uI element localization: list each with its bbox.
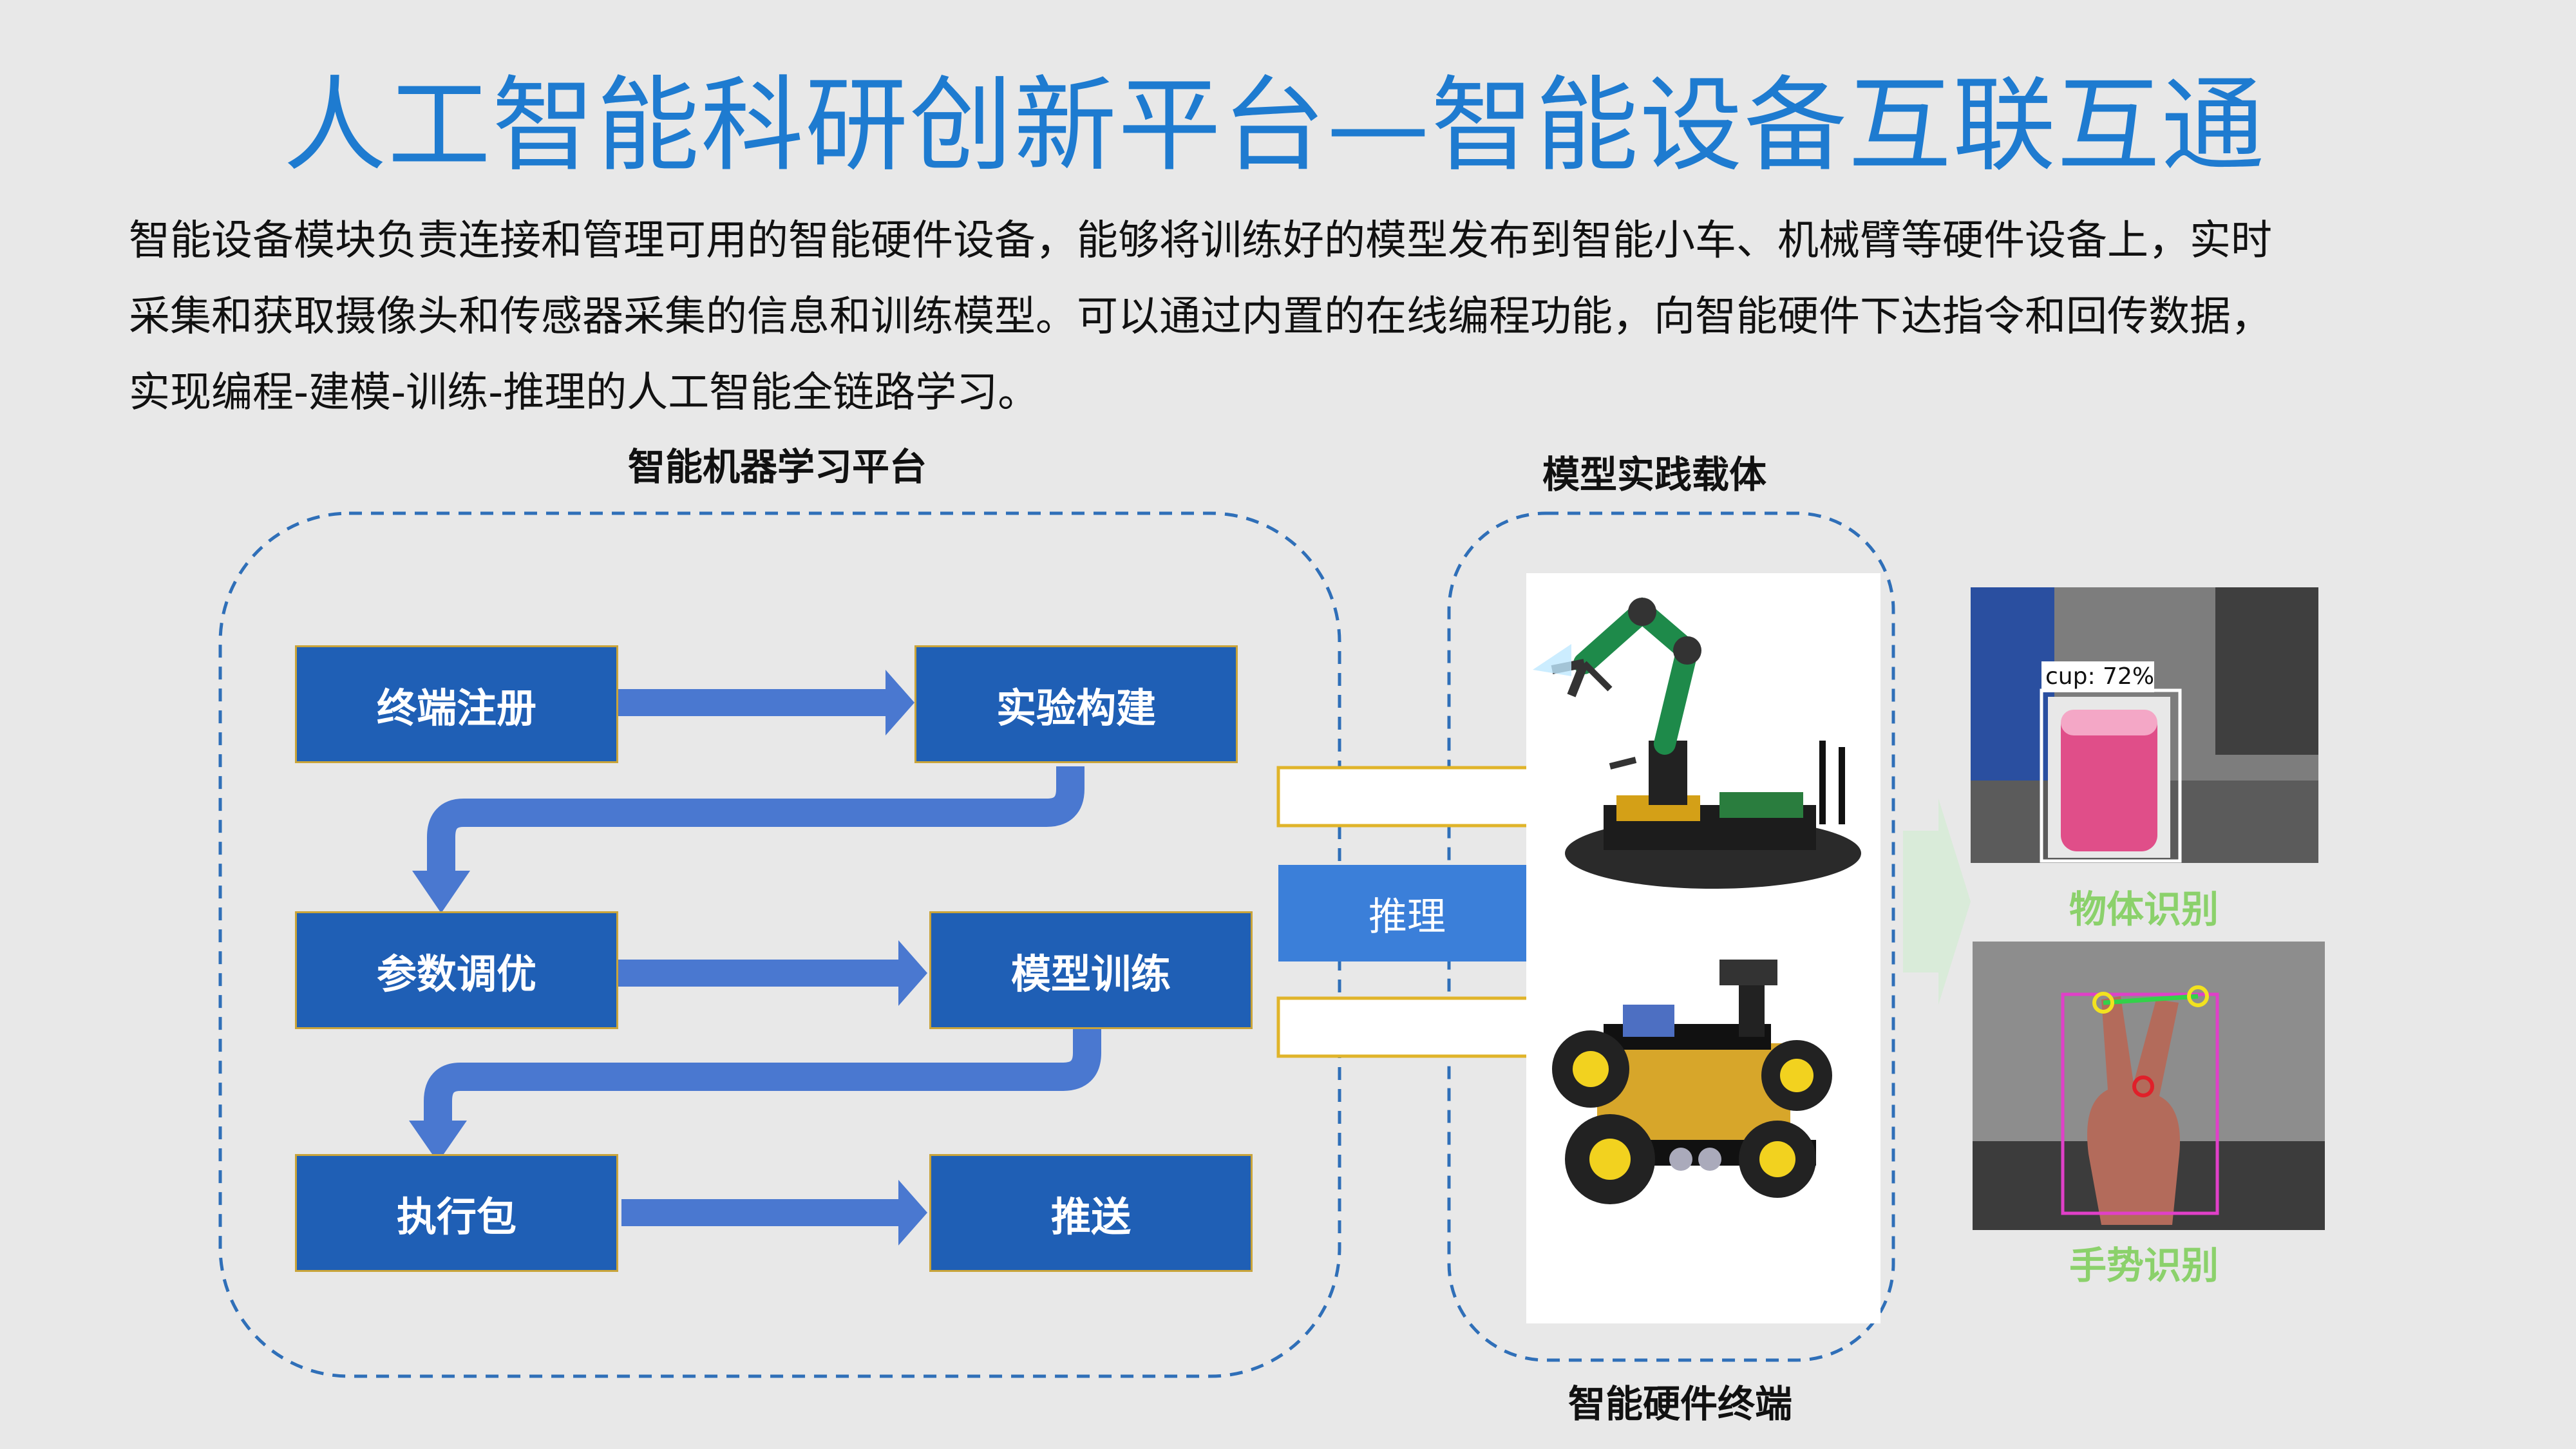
page-title: 人工智能科研创新平台—智能设备互联互通 [283,65,2266,185]
faint-result-arrow [1903,799,1971,1005]
arrow-train-to-package-head [409,1121,467,1162]
step-train-box: 模型训练 [929,911,1253,1029]
object-scene [1971,587,2318,863]
inference-box: 推理 [1278,865,1536,961]
step-register-box: 终端注册 [295,645,618,763]
step-tune-box: 参数调优 [295,911,618,1029]
intro-line-3: 实现编程-建模-训练-推理的人工智能全链路学习。 [129,369,1039,417]
hardware-photo-panel [1526,573,1880,1323]
arrow-package-to-push [621,1180,927,1245]
gesture-recognition-image [1973,942,2325,1230]
smart-car-image [1552,960,1832,1204]
gesture-scene [1973,942,2325,1230]
object-recognition-label: 物体识别 [2069,887,2219,931]
intro-line-1: 智能设备模块负责连接和管理可用的智能硬件设备，能够将训练好的模型发布到智能小车、… [129,217,2272,265]
step-package-box: 执行包 [295,1154,618,1272]
terminal-label: 智能硬件终端 [1568,1382,1793,1426]
arrow-tune-to-train [618,940,927,1006]
platform-label: 智能机器学习平台 [628,445,927,489]
step-push-box: 推送 [929,1154,1253,1272]
object-recognition-image: cup: 72% [1971,587,2318,863]
arrow-register-to-build [618,670,914,735]
intro-paragraph: 智能设备模块负责连接和管理可用的智能硬件设备，能够将训练好的模型发布到智能小车、… [129,203,2421,431]
arrow-build-to-tune-head [412,871,470,913]
arrow-train-to-package [424,1029,1101,1121]
robot-arm-image [1533,597,1861,889]
step-build-box: 实验构建 [914,645,1238,763]
intro-line-2: 采集和获取摄像头和传感器采集的信息和训练模型。可以通过内置的在线编程功能，向智能… [129,293,2272,341]
gesture-recognition-label: 手势识别 [2069,1244,2219,1287]
arrow-build-to-tune [427,766,1084,871]
carrier-label: 模型实践载体 [1542,453,1767,497]
detection-tag: cup: 72% [2045,663,2155,690]
